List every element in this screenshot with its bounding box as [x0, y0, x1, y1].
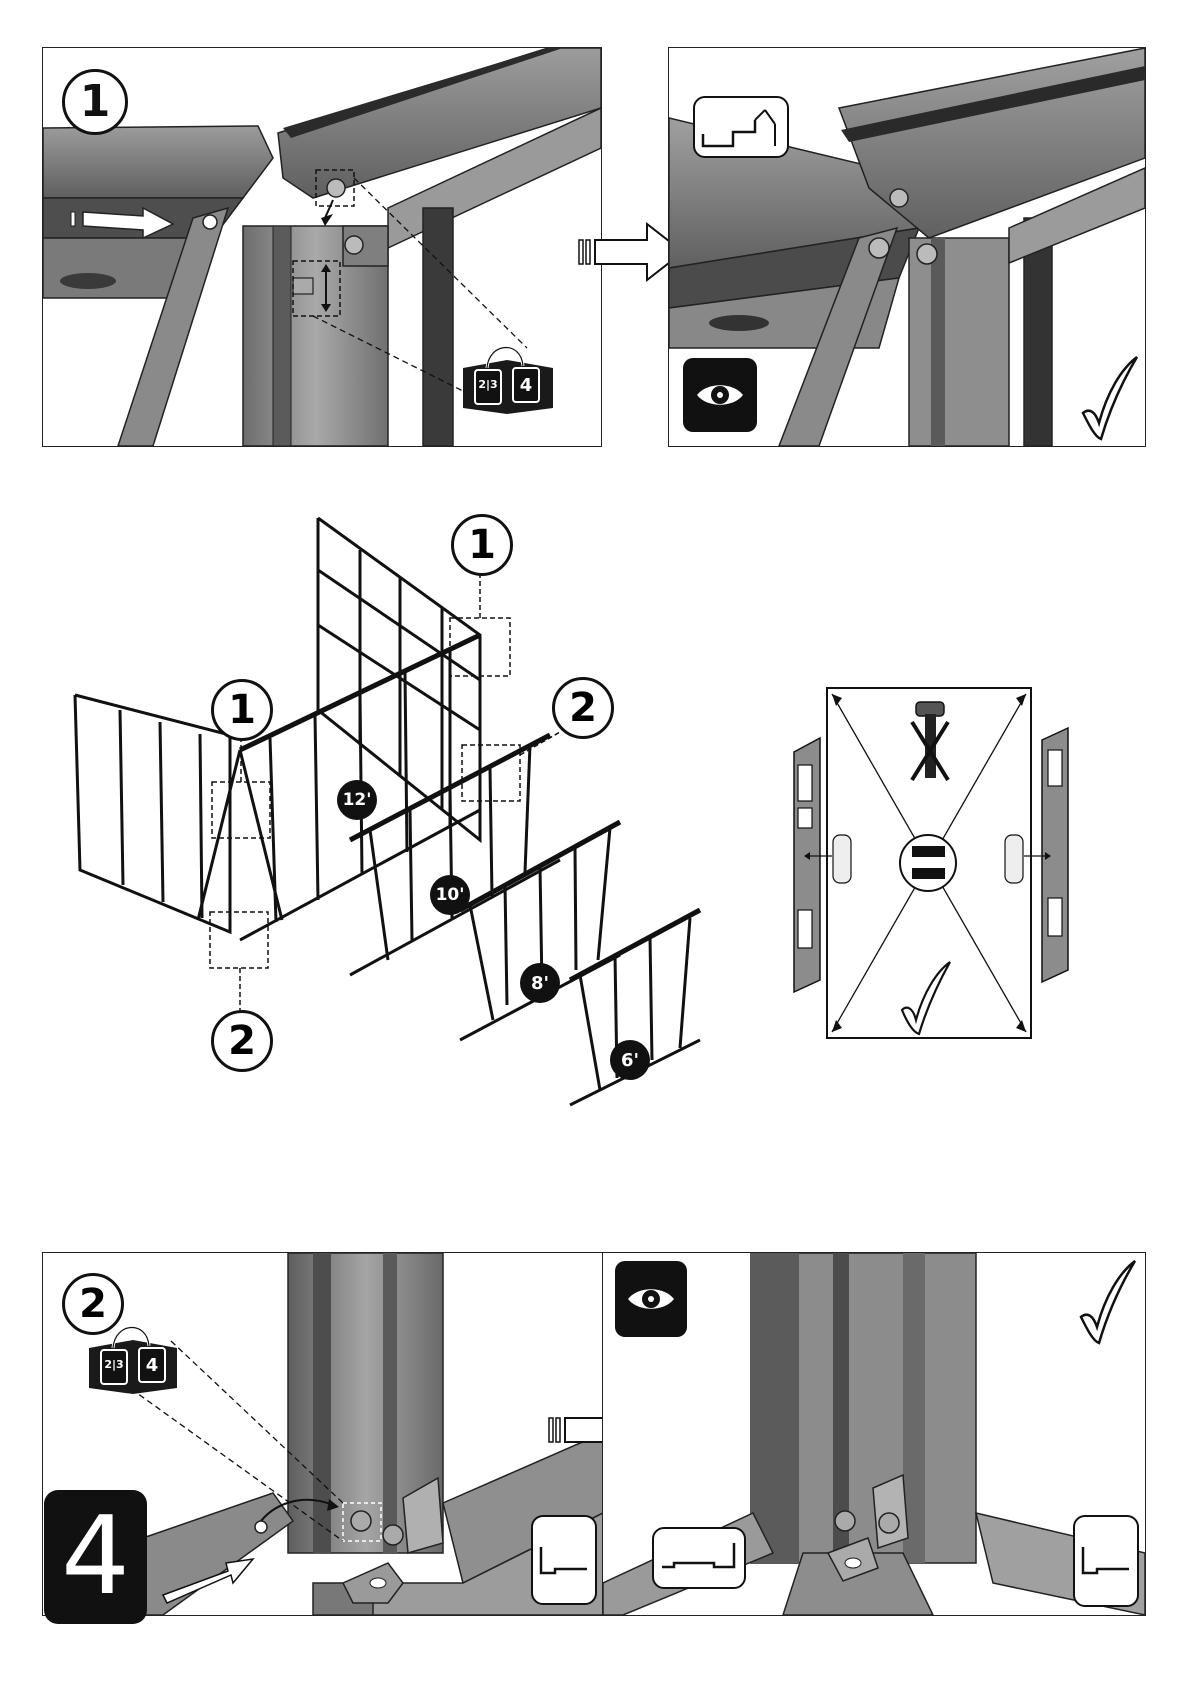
callout-number: 1	[468, 525, 496, 565]
size-label: 12'	[343, 790, 372, 810]
size-badge-8ft: 8'	[520, 963, 560, 1003]
manual-book-icon: 2|3 4	[87, 1318, 181, 1398]
callout-number: 1	[228, 690, 256, 730]
eye-icon	[683, 358, 757, 432]
callout-number: 2	[569, 688, 597, 728]
level-check-card	[780, 680, 1080, 1040]
assembly-diagram: 1 1 2 2 12' 10' 8' 6'	[50, 500, 750, 1200]
frame-wireframe	[50, 500, 750, 1200]
profile-detail-icon	[1073, 1515, 1139, 1607]
bottom-right-panel	[602, 1252, 1146, 1616]
crossed-out-hammer-icon	[908, 698, 952, 786]
size-badge-6ft: 6'	[610, 1040, 650, 1080]
profile-detail-icon	[652, 1527, 746, 1589]
top-right-panel	[668, 47, 1146, 447]
book-page-left: 2|3	[475, 378, 501, 391]
size-label: 8'	[531, 973, 549, 994]
size-badge-10ft: 10'	[430, 875, 470, 915]
callout-circle-2: 2	[211, 1010, 273, 1072]
checkmark-icon	[1077, 1257, 1139, 1347]
step-number-badge: 4	[44, 1490, 147, 1624]
size-label: 10'	[436, 885, 465, 905]
callout-circle-2: 2	[552, 677, 614, 739]
book-page-right: 4	[513, 375, 539, 396]
callout-number: 2	[228, 1021, 256, 1061]
manual-book-icon: 2|3 4	[461, 338, 557, 418]
checkmark-icon	[898, 958, 954, 1038]
book-page-left: 2|3	[101, 1358, 127, 1371]
callout-number: 1	[80, 80, 111, 124]
size-label: 6'	[621, 1050, 639, 1071]
profile-detail-icon	[531, 1515, 597, 1605]
checkmark-icon	[1079, 353, 1141, 443]
callout-circle-1: 1	[62, 69, 128, 135]
step-number: 4	[61, 1503, 130, 1611]
eye-icon	[615, 1261, 687, 1337]
book-page-right: 4	[139, 1355, 165, 1376]
size-badge-12ft: 12'	[337, 780, 377, 820]
callout-circle-1: 1	[451, 514, 513, 576]
profile-detail-icon	[693, 96, 789, 158]
top-left-panel: 1 2|3 4	[42, 47, 602, 447]
callout-circle-1: 1	[211, 679, 273, 741]
